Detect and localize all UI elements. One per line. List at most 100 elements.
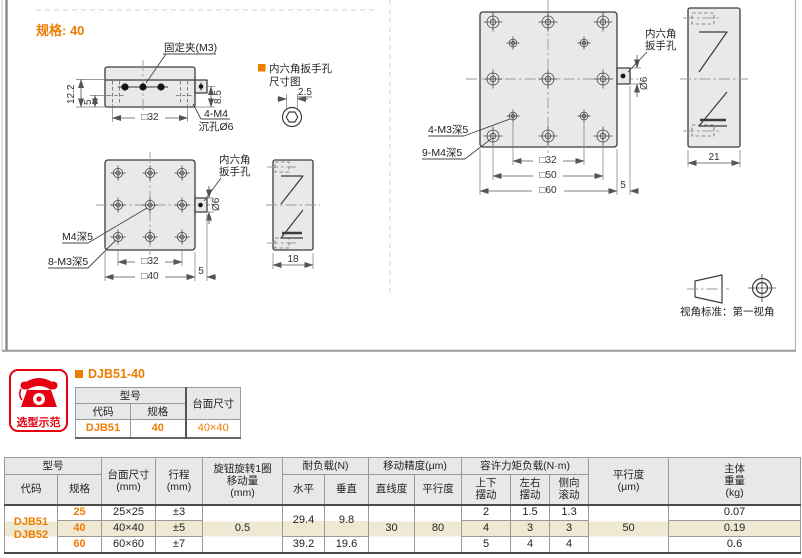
sel-header-size: 台面尺寸	[184, 387, 241, 420]
figure-side-view-small-stage: 固定夹(M3) 12.2 5 8.5 □32 4-M4	[66, 41, 234, 133]
load-h-25-40: 29.4	[282, 504, 325, 537]
hex-label-2: 扳手孔	[219, 165, 251, 178]
sel-size-value: 40×40	[184, 419, 241, 438]
hex-socket-icon	[285, 111, 299, 123]
specification-table: 型号 台面尺寸 (mm) 行程 (mm) 旋钮旋转1圈 移动量 (mm) 耐负载…	[4, 457, 802, 554]
dim-2-5: 2.5	[298, 87, 312, 98]
size-25: 25×25	[101, 504, 156, 521]
roll-60: 4	[549, 536, 590, 553]
table-row: DJB51 DJB52 25 25×25 ±3 0.5 29.4 9.8 30 …	[4, 504, 802, 553]
dim-b40: □40	[141, 271, 159, 282]
travel-25: ±3	[155, 504, 203, 521]
load-h-60: 39.2	[282, 536, 325, 553]
selection-heading: DJB51-40	[75, 367, 145, 381]
travel-60: ±7	[155, 536, 203, 553]
counterbore-note-2: 沉孔Ø6	[198, 120, 233, 133]
parallelism2-value: 50	[588, 504, 670, 553]
size-60: 60×60	[101, 536, 156, 553]
spec-25: 25	[57, 504, 102, 521]
hex-note-line2: 尺寸图	[269, 75, 301, 88]
col-knob-travel: 旋钮旋转1圈 移动量 (mm)	[202, 457, 283, 506]
knob-travel-value: 0.5	[202, 504, 283, 553]
hex-label-large-2: 扳手孔	[645, 39, 677, 52]
col-parallelism2: 平行度 (μm)	[588, 457, 670, 506]
spec-40: 40	[57, 520, 102, 537]
size-40: 40×40	[101, 520, 156, 537]
weight-25: 0.07	[668, 504, 802, 521]
col-group-moment: 容许力矩负载(N·m)	[461, 457, 590, 475]
dim-8-5: 8.5	[213, 90, 224, 104]
clamp-label: 固定夹(M3)	[164, 41, 217, 54]
dim-d6: Ø6	[211, 197, 222, 211]
sel-header-code: 代码	[75, 403, 131, 420]
dim-5: 5	[83, 99, 94, 105]
table-row-highlighted: 40 40×40 ±5 4 3 3 0.19	[5, 520, 802, 537]
col-load-horizontal: 水平	[282, 474, 325, 506]
straightness-value: 30	[368, 504, 416, 553]
dim-21: 21	[708, 152, 720, 163]
orange-square-icon	[75, 370, 83, 378]
col-travel: 行程 (mm)	[155, 457, 203, 506]
col-straightness: 直线度	[368, 474, 416, 506]
figure-top-view-small-stage: Ø6 内六角 扳手孔 M4深5 8-M3深5 □32 □40	[48, 152, 320, 282]
projection-standard-mark: 视角标准：第一视角	[680, 274, 776, 318]
selection-table: 型号 台面尺寸 代码 规格 DJB51 40 40×40	[75, 387, 241, 439]
m3-label-large: 4-M3深5	[428, 124, 468, 136]
col-code: 代码	[4, 474, 58, 506]
m4-label: M4深5	[62, 231, 93, 243]
roll-25: 1.3	[549, 504, 590, 521]
spec-60: 60	[57, 536, 102, 553]
sel-code-value: DJB51	[75, 419, 131, 438]
technical-drawing: 规格: 40 固定夹(M3) 1	[1, 0, 797, 352]
col-size: 台面尺寸 (mm)	[101, 457, 156, 506]
col-roll: 侧向 滚动	[549, 474, 590, 506]
weight-60: 0.6	[668, 536, 802, 553]
sel-header-model: 型号	[75, 387, 186, 404]
travel-40: ±5	[155, 520, 203, 537]
dim-b32: □32	[141, 256, 159, 267]
hex-label-large-1: 内六角	[645, 27, 677, 40]
dim-l32: □32	[539, 155, 557, 166]
col-group-model: 型号	[4, 457, 102, 475]
yaw-40: 3	[510, 520, 551, 537]
parallelism-value: 80	[414, 504, 463, 553]
pitch-25: 2	[461, 504, 512, 521]
yaw-25: 1.5	[510, 504, 551, 521]
load-v-60: 19.6	[323, 536, 370, 553]
dim-b5: 5	[198, 266, 204, 277]
spec-label: 规格: 40	[36, 23, 84, 38]
dim-18: 18	[287, 254, 299, 265]
yaw-60: 4	[510, 536, 551, 553]
hex-note-line1: 内六角扳手孔	[269, 62, 332, 75]
sel-spec-value: 40	[130, 419, 186, 438]
col-load-vertical: 垂直	[323, 474, 370, 506]
m4-label-large: 9-M4深5	[422, 147, 462, 159]
pitch-60: 5	[461, 536, 512, 553]
dim-12-2: 12.2	[66, 84, 77, 104]
table-row: 60 60×60 ±7 39.2 19.6 5 4 4 0.6	[5, 536, 802, 553]
col-weight: 主体 重量 (kg)	[668, 457, 802, 506]
col-group-accuracy: 移动精度(μm)	[368, 457, 463, 475]
dim-32: □32	[141, 112, 159, 123]
dim-d6-large: Ø6	[639, 76, 650, 90]
cone-symbol-icon	[694, 274, 723, 304]
panel-frame	[1, 0, 797, 352]
hex-wrench-note: 内六角扳手孔 尺寸图 2.5	[258, 62, 332, 128]
load-v-25-40: 9.8	[323, 504, 370, 537]
pitch-40: 4	[461, 520, 512, 537]
col-group-load: 耐负载(N)	[281, 457, 370, 475]
orange-square-icon	[258, 64, 266, 72]
weight-40: 0.19	[668, 520, 802, 537]
m3-label: 8-M3深5	[48, 256, 88, 268]
roll-40: 3	[549, 520, 590, 537]
code-value: DJB51 DJB52	[4, 504, 58, 553]
badge-label: 选型示范	[16, 417, 61, 429]
figure-top-view-large-stage: Ø6 内六角 扳手孔 4-M3深5 9-M4深5 □32 □50	[422, 0, 748, 196]
dim-l5: 5	[620, 180, 626, 191]
hex-label-1: 内六角	[219, 153, 251, 166]
dim-l60: □60	[539, 185, 557, 196]
col-yaw: 左右 摆动	[510, 474, 551, 506]
selection-sample-badge: 选型示范	[9, 369, 68, 432]
telephone-icon	[18, 378, 57, 407]
